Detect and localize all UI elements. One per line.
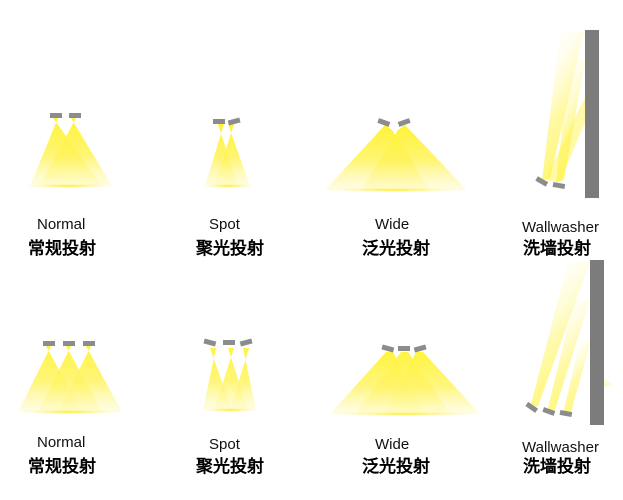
label-cn: 泛光投射	[362, 238, 430, 259]
label-en: Spot	[209, 216, 241, 233]
panel-wallwasher-2: Wallwasher 洗墙投射	[522, 260, 612, 477]
fixture-icon	[203, 338, 217, 347]
fixture-icon	[227, 117, 241, 126]
label-cn: 常规投射	[28, 238, 96, 259]
fixture-icon	[398, 346, 410, 351]
fixture-icon	[83, 341, 95, 346]
label-cn: 常规投射	[28, 456, 96, 477]
label-cn: 洗墙投射	[523, 456, 591, 477]
fixture-icon	[239, 338, 253, 347]
fixture-icon	[377, 118, 391, 127]
fixture-icon	[397, 118, 411, 127]
fixture-icon	[559, 409, 573, 417]
light-beam	[325, 125, 467, 190]
light-beam	[330, 352, 480, 414]
label-en: Wallwasher	[522, 219, 599, 236]
floor-light-pool	[16, 409, 124, 415]
floor-light-pool	[323, 187, 467, 193]
label-en: Normal	[37, 216, 85, 233]
label-en: Normal	[37, 434, 85, 451]
label-en: Spot	[209, 436, 241, 453]
light-beam	[18, 346, 122, 412]
wall	[590, 260, 604, 425]
label-cn: 泛光投射	[362, 456, 430, 477]
label-cn: 聚光投射	[195, 238, 264, 259]
panel-wide-1: Wide 泛光投射	[323, 118, 467, 259]
label-en: Wide	[375, 436, 409, 453]
fixture-icon	[50, 113, 62, 118]
floor-light-pool	[202, 407, 258, 413]
floor-light-pool	[329, 411, 481, 417]
light-beam	[30, 118, 112, 186]
panel-spot-2: Spot 聚光投射	[195, 338, 264, 477]
fixture-icon	[43, 341, 55, 346]
fixture-icon	[213, 119, 225, 124]
label-en: Wide	[375, 216, 409, 233]
fixture-icon	[552, 181, 566, 189]
light-beam	[542, 32, 586, 182]
panel-normal-2: Normal 常规投射	[16, 341, 124, 477]
floor-light-pool	[22, 183, 114, 189]
light-beam	[205, 124, 250, 186]
panel-wide-2: Wide 泛光投射	[329, 344, 481, 477]
light-beam	[203, 348, 256, 410]
wall	[585, 30, 599, 198]
fixture-icon	[413, 344, 427, 353]
fixture-icon	[525, 401, 539, 413]
label-cn: 洗墙投射	[523, 238, 591, 259]
panel-wallwasher-1: Wallwasher 洗墙投射	[522, 30, 599, 259]
fixture-icon	[381, 344, 395, 353]
fixture-icon	[542, 407, 556, 416]
label-en: Wallwasher	[522, 439, 599, 456]
label-cn: 聚光投射	[195, 456, 264, 477]
fixture-icon	[63, 341, 75, 346]
panel-normal-1: Normal 常规投射	[22, 113, 114, 259]
panel-spot-1: Spot 聚光投射	[195, 117, 264, 259]
fixture-icon	[69, 113, 81, 118]
floor-light-pool	[202, 183, 254, 189]
fixture-icon	[223, 340, 235, 345]
fixture-icon	[535, 176, 549, 187]
